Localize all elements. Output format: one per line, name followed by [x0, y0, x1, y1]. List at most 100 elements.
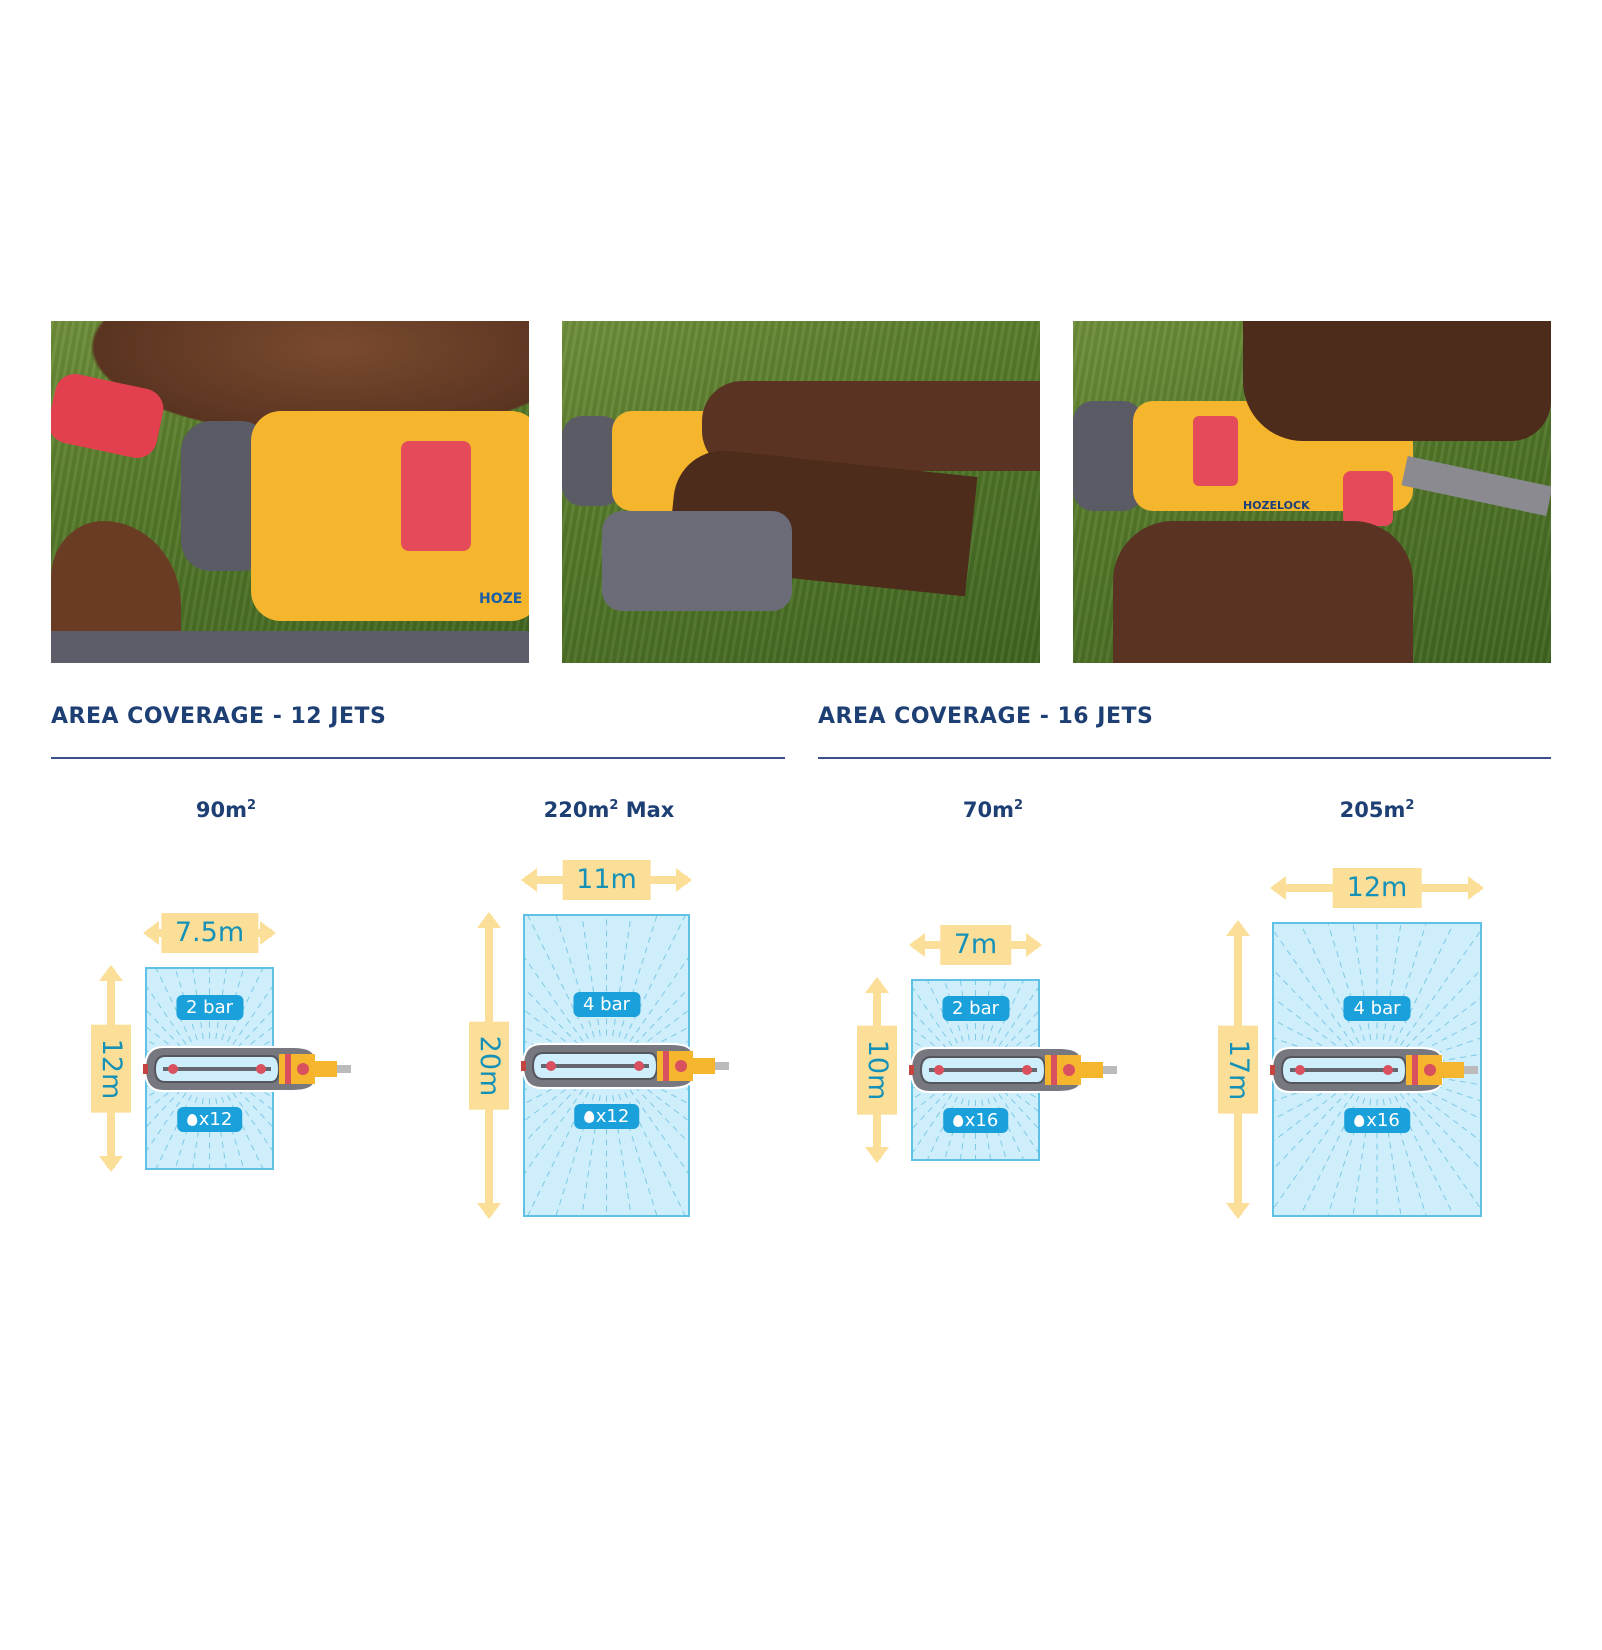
spray-ray — [1400, 1093, 1480, 1209]
spray-ray — [638, 1010, 688, 1049]
spray-ray — [525, 1027, 572, 1053]
brand-logo: HOZE — [479, 591, 523, 607]
pressure-badge: 4 bar — [1343, 995, 1411, 1021]
sprinkler-base — [51, 631, 529, 663]
hand — [1113, 521, 1413, 663]
sprinkler-icon — [521, 1042, 729, 1089]
grey-end-cap — [1073, 401, 1143, 511]
spray-ray — [1327, 924, 1366, 1042]
spray-ray — [525, 1082, 575, 1121]
spray-ray — [624, 1092, 686, 1215]
brand-logo: HOZELOCK — [1243, 499, 1310, 512]
width-dimension-arrow: 11m — [521, 860, 692, 900]
spray-ray — [525, 1010, 575, 1049]
spray-ray — [525, 1086, 579, 1143]
spray-ray — [913, 1087, 944, 1112]
spray-ray — [913, 1090, 948, 1129]
spray-ray — [147, 1092, 187, 1151]
spray-ray — [612, 916, 632, 1036]
spray-ray — [232, 1092, 272, 1151]
spray-ray — [147, 1039, 175, 1056]
spray-ray — [913, 1011, 948, 1050]
water-drop-icon — [1354, 1114, 1365, 1127]
spray-ray — [913, 1083, 941, 1099]
red-tap-button — [1343, 471, 1393, 526]
spray-rays — [525, 916, 688, 1215]
spray-ray — [638, 1082, 688, 1121]
coverage-diagram: 11m 20m 4 bar x12 — [469, 860, 729, 1219]
spray-ray — [1010, 1041, 1038, 1057]
spray-ray — [527, 916, 589, 1039]
spray-ray — [1274, 1082, 1342, 1120]
spray-ray — [555, 1093, 595, 1215]
spray-ray — [232, 986, 272, 1045]
spray-ray — [241, 1085, 272, 1111]
spray-ray — [147, 986, 187, 1045]
spray-ray — [581, 916, 601, 1036]
spray-ray — [237, 1089, 272, 1127]
spray-ray — [629, 957, 688, 1042]
red-clip — [1193, 416, 1238, 486]
pressure-badge: 2 bar — [941, 996, 1010, 1021]
coverage-diagram: 7.5m 12m 2 bar x12 — [91, 913, 351, 1172]
spray-ray — [241, 1026, 272, 1052]
spray-ray — [1274, 1019, 1342, 1057]
spray-ray — [913, 987, 953, 1047]
hand — [1243, 321, 1551, 441]
length-label: 20m — [474, 1035, 505, 1096]
spray-ray — [1412, 1019, 1480, 1057]
area-label: 70m2 — [962, 798, 1024, 822]
spray-ray — [641, 1027, 688, 1053]
sprinkler-base — [602, 511, 792, 611]
spray-ray — [237, 1010, 272, 1048]
spray-ray — [581, 1095, 601, 1215]
width-label: 7.5m — [160, 913, 259, 953]
sprinkler-icon — [143, 1045, 351, 1092]
spray-ray — [913, 1093, 953, 1153]
spray-ray — [1274, 930, 1354, 1046]
width-label: 7m — [939, 925, 1012, 965]
width-dimension-arrow: 12m — [1270, 868, 1484, 908]
spray-ray — [998, 987, 1038, 1047]
spray-ray — [525, 957, 584, 1042]
sprinkler-icon — [1270, 1046, 1478, 1093]
photo-turn-tap-on-sprinkler: HOZELOCK — [1073, 321, 1551, 663]
spray-ray — [612, 1095, 632, 1215]
spray-ray — [147, 1089, 182, 1127]
section-title-12-jets: AREA COVERAGE - 12 JETS — [51, 704, 387, 729]
spray-ray — [147, 1085, 178, 1111]
spray-ray — [624, 916, 686, 1039]
jets-badge: x12 — [573, 1103, 640, 1129]
spray-ray — [147, 1081, 175, 1098]
spray-ray — [1003, 1011, 1038, 1050]
width-dimension-arrow: 7m — [909, 925, 1042, 965]
spray-ray — [634, 988, 688, 1045]
width-label: 12m — [1332, 868, 1422, 908]
spray-ray — [525, 1089, 584, 1174]
area-label: 90m2 — [195, 798, 257, 822]
spray-ray — [998, 1093, 1038, 1153]
section-title-16-jets: AREA COVERAGE - 16 JETS — [818, 704, 1154, 729]
length-dimension-arrow: 20m — [469, 912, 509, 1219]
spray-ray — [993, 981, 1024, 1044]
water-drop-icon — [952, 1115, 963, 1127]
pressure-badge: 4 bar — [572, 991, 641, 1017]
spray-ray — [927, 981, 958, 1044]
spray-ray — [1404, 969, 1480, 1049]
yellow-body — [251, 411, 529, 621]
length-label: 17m — [1223, 1039, 1254, 1100]
length-dimension-arrow: 17m — [1218, 920, 1258, 1219]
spray-ray — [244, 1039, 272, 1056]
width-dimension-arrow: 7.5m — [143, 913, 276, 953]
spray-ray — [629, 1089, 688, 1174]
pressure-badge: 2 bar — [175, 994, 244, 1020]
spray-ray — [913, 1041, 941, 1057]
jets-badge: x12 — [176, 1106, 243, 1132]
photo-attach-hose-connector: HOZE — [51, 321, 529, 663]
spray-ray — [527, 1092, 589, 1215]
spray-ray — [1007, 1028, 1038, 1053]
length-label: 12m — [96, 1038, 127, 1099]
photo-adjust-dial — [562, 321, 1040, 663]
